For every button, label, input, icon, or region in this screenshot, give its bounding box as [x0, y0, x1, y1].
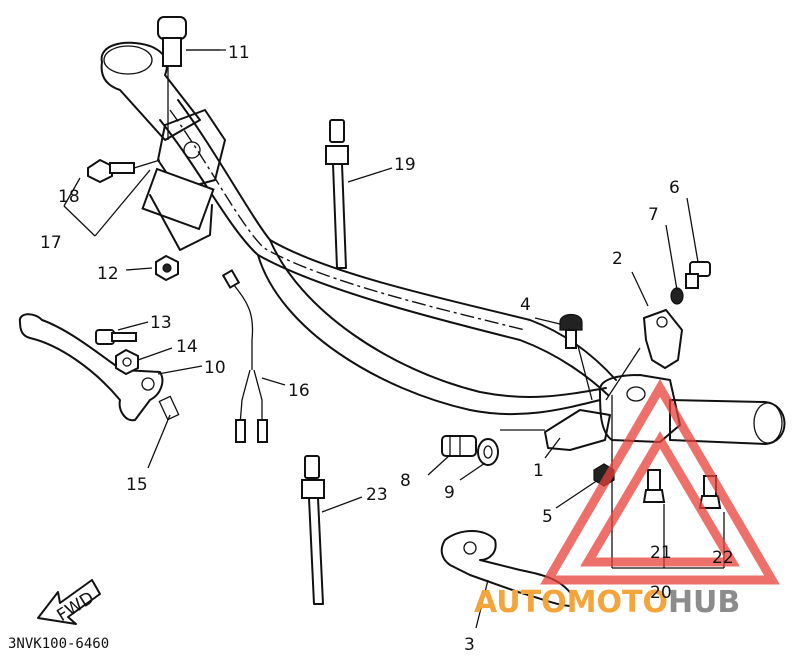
handlebar	[159, 99, 617, 416]
washer-9	[477, 438, 499, 466]
cable-tie-23	[301, 455, 325, 605]
right-grip	[669, 399, 786, 445]
label-18: 18	[58, 187, 80, 207]
label-21: 21	[650, 543, 672, 563]
left-lever	[18, 313, 164, 422]
left-grip	[100, 41, 201, 141]
label-12: 12	[97, 264, 119, 284]
label-11: 11	[228, 43, 250, 63]
label-4: 4	[520, 295, 531, 315]
bolt-18	[87, 158, 135, 184]
label-19: 19	[394, 155, 416, 175]
label-7: 7	[648, 205, 659, 225]
wire-16	[221, 269, 268, 443]
label-6: 6	[669, 178, 680, 198]
watermark: AUTOMOTOHUB	[474, 379, 780, 620]
screw-21	[642, 469, 666, 503]
label-22: 22	[712, 548, 734, 568]
nut-12	[155, 254, 179, 282]
fwd-label: FWD	[54, 588, 98, 626]
bolt-4	[559, 313, 583, 349]
label-3: 3	[464, 635, 475, 655]
watermark-part2: HUB	[668, 585, 740, 620]
left-switch-assembly	[141, 109, 226, 251]
label-9: 9	[444, 483, 455, 503]
watermark-part1: AUTOMOTO	[474, 585, 668, 620]
label-13: 13	[150, 313, 172, 333]
label-20: 20	[650, 583, 672, 603]
label-1: 1	[533, 461, 544, 481]
washer-7	[670, 287, 684, 305]
bolt-6	[685, 261, 711, 289]
clamp-2	[643, 309, 683, 369]
label-10: 10	[204, 358, 226, 378]
cable-tie-19	[325, 119, 349, 269]
label-14: 14	[176, 337, 198, 357]
watermark-text: AUTOMOTOHUB	[474, 585, 740, 620]
label-15: 15	[126, 475, 148, 495]
screw-11	[157, 16, 220, 67]
holder-8	[441, 435, 477, 457]
label-16: 16	[288, 381, 310, 401]
diagram-code: 3NVK100-6460	[8, 636, 109, 652]
label-23: 23	[366, 485, 388, 505]
screw-15	[158, 395, 180, 421]
watermark-triangle-icon	[540, 379, 780, 585]
fwd-arrow: FWD	[37, 579, 101, 626]
label-17: 17	[40, 233, 62, 253]
nut-14	[115, 348, 139, 376]
bolt-13	[95, 329, 137, 345]
part-labels: 1 2 3 4 5 6 7 8 9 10 11 12 13 14 15 16 1…	[40, 43, 734, 655]
label-2: 2	[612, 249, 623, 269]
label-5: 5	[542, 507, 553, 527]
label-8: 8	[400, 471, 411, 491]
